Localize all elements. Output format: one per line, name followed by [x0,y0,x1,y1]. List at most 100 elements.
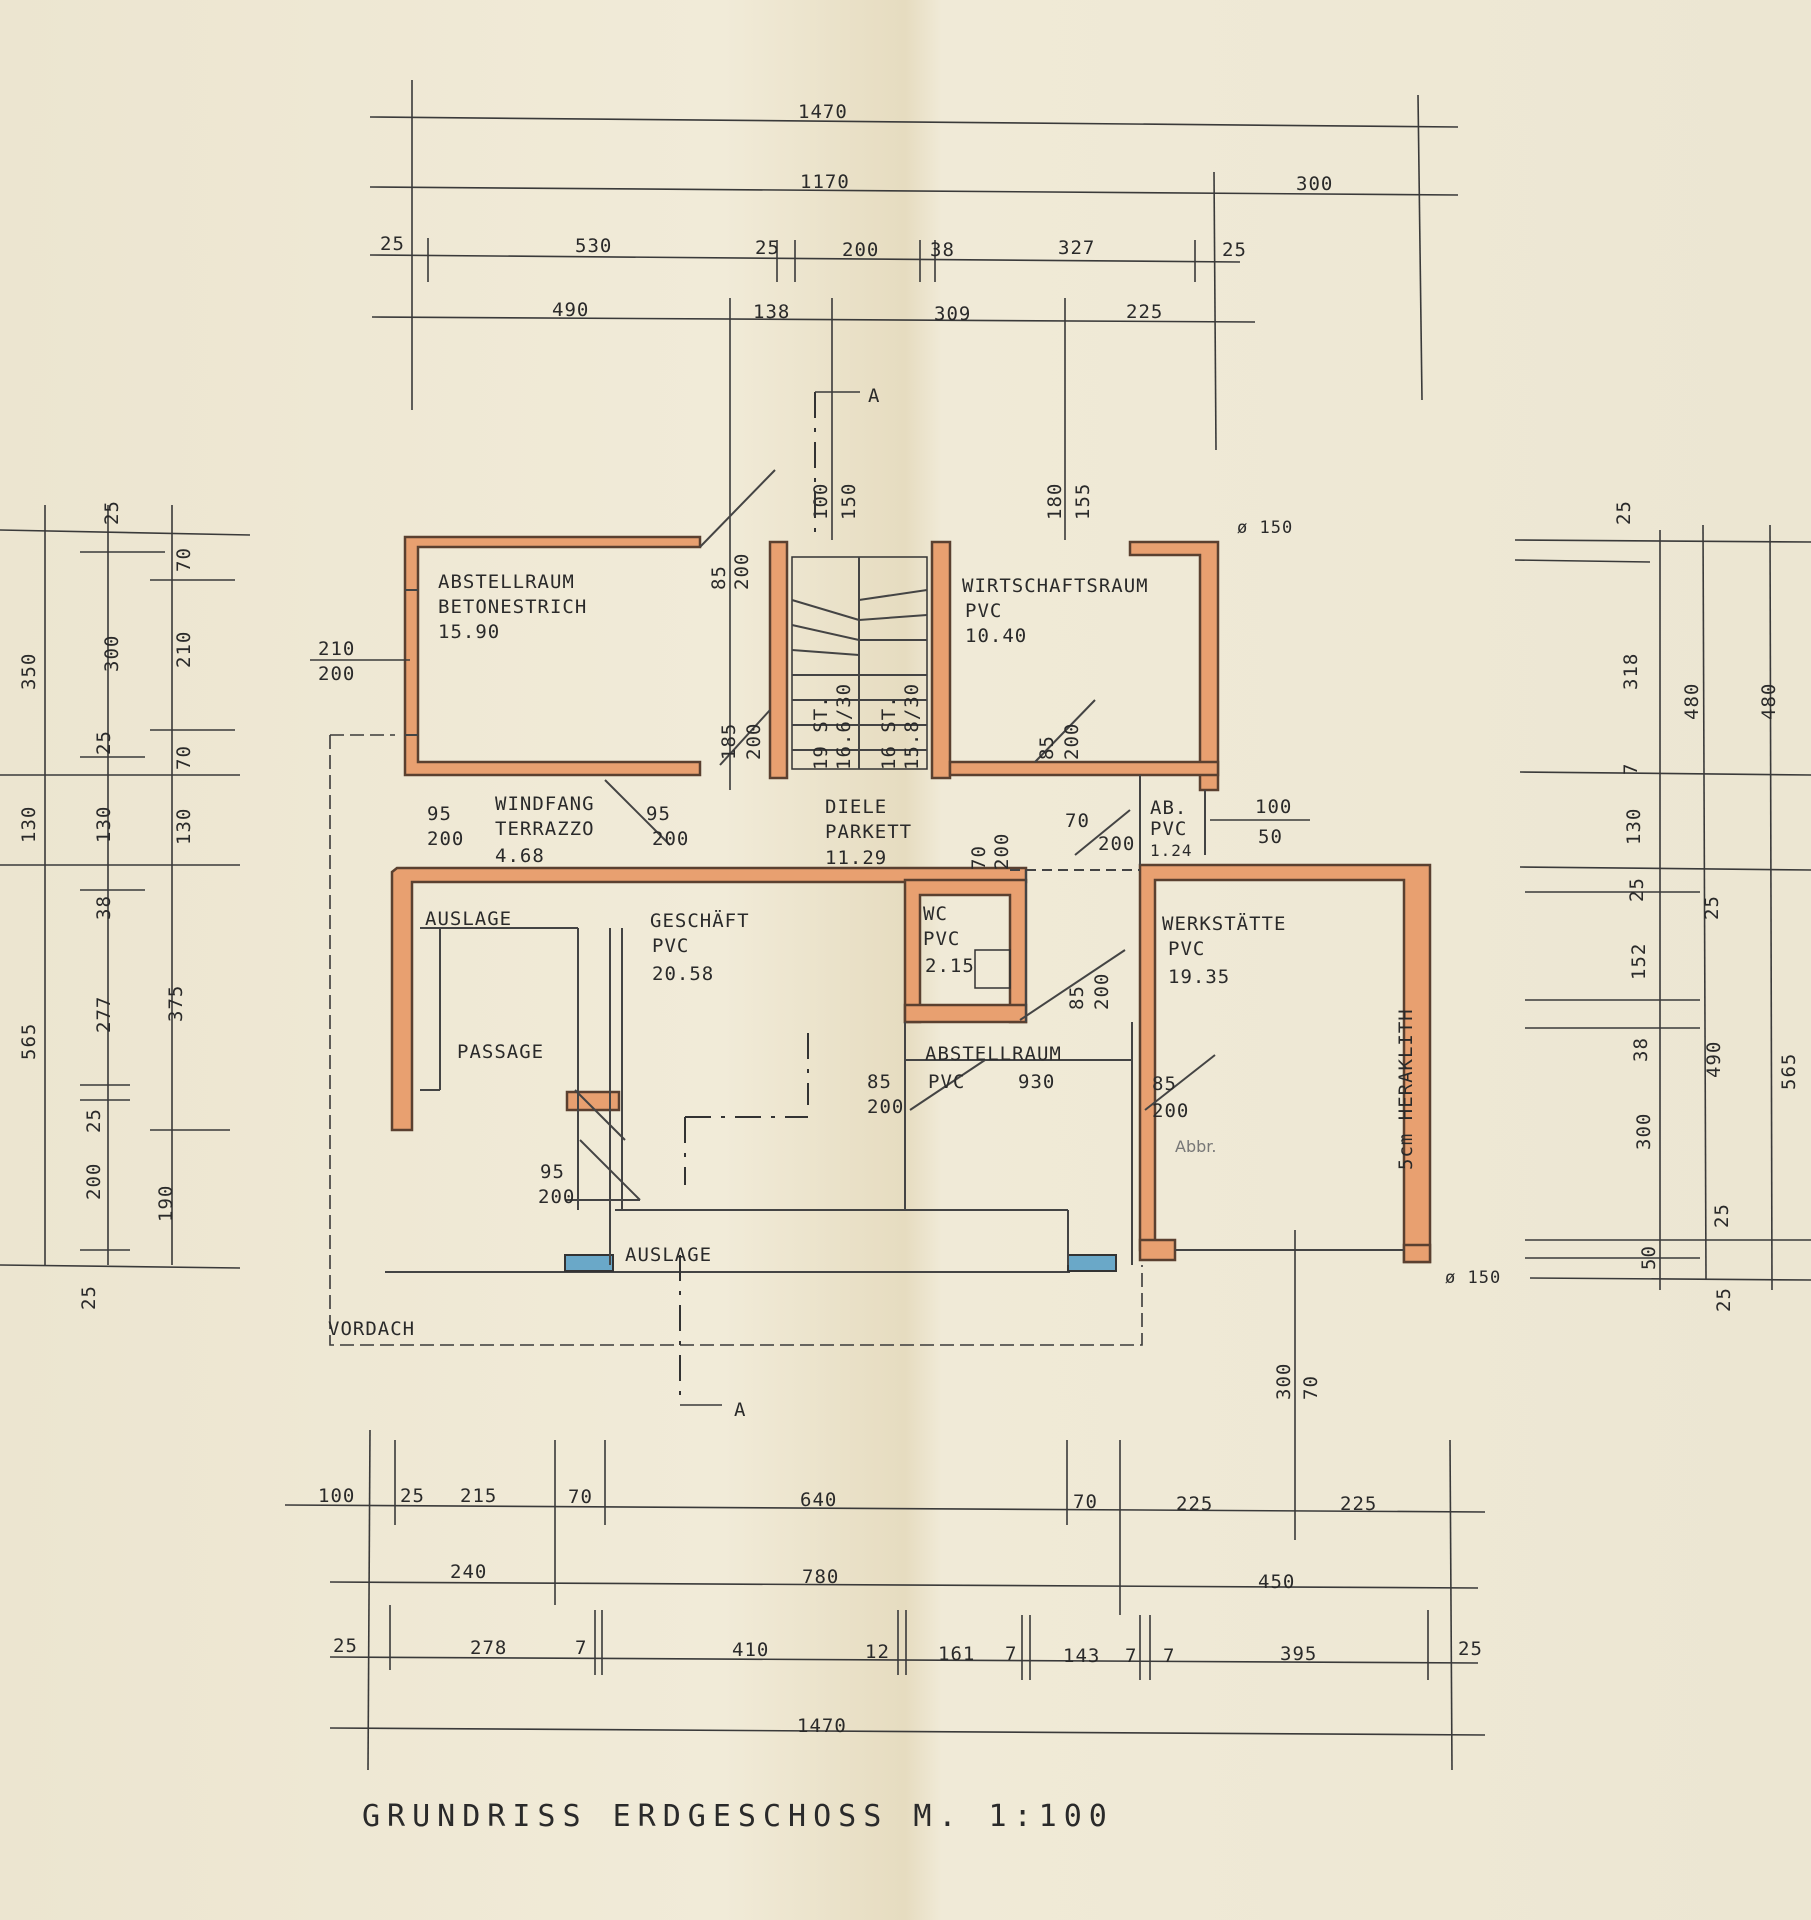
svg-text:100: 100 [318,1485,355,1507]
svg-text:185: 185 [718,723,740,760]
svg-text:25: 25 [1458,1638,1483,1660]
room-wirtschaftsraum-area: 10.40 [965,625,1027,647]
svg-text:25: 25 [101,500,123,525]
svg-text:640: 640 [800,1489,837,1511]
dim-vert-155: 155 [1072,483,1094,520]
svg-text:7: 7 [1163,1645,1175,1667]
svg-text:350: 350 [18,653,40,690]
svg-text:A: A [868,385,880,407]
drawing-title: GRUNDRISS ERDGESCHOSS M. 1:100 [362,1799,1114,1834]
label-chimney-top: ø 150 [1237,518,1293,538]
room-geschaeft-name: GESCHÄFT [650,909,750,932]
vordach-label: VORDACH [328,1318,415,1340]
label-heraklith: 5cm HERAKLITH [1395,1008,1417,1170]
svg-text:1470: 1470 [797,1715,847,1737]
svg-text:70: 70 [173,745,195,770]
svg-text:490: 490 [1703,1041,1725,1078]
svg-text:25: 25 [1613,500,1635,525]
room-abstellraum2-floor: PVC [928,1071,965,1093]
svg-text:50: 50 [1638,1245,1660,1270]
dim-top-225: 225 [1126,301,1163,323]
svg-text:395: 395 [1280,1643,1317,1665]
svg-text:25: 25 [1626,877,1648,902]
label-auslage-top: AUSLAGE [425,908,512,930]
svg-text:12: 12 [865,1641,890,1663]
svg-text:100: 100 [1255,796,1292,818]
svg-text:25: 25 [78,1285,100,1310]
room-abstellraum2-name: ABSTELLRAUM [925,1043,1062,1065]
label-auslage-bottom: AUSLAGE [625,1244,712,1266]
dim-top-38: 38 [930,239,955,261]
room-windfang-name: WINDFANG [495,793,595,815]
svg-text:410: 410 [732,1639,769,1661]
svg-text:210: 210 [173,631,195,668]
dim-top-300: 300 [1296,173,1333,195]
top-dimensions: 1470 1170 300 25 530 25 200 38 327 25 49… [369,80,1459,790]
svg-text:70: 70 [568,1486,593,1508]
svg-text:300: 300 [1633,1113,1655,1150]
svg-text:130: 130 [1623,808,1645,845]
svg-text:A: A [734,1399,746,1421]
svg-text:143: 143 [1063,1645,1100,1667]
svg-text:210: 210 [318,638,355,660]
room-werkstaette-name: WERKSTÄTTE [1162,912,1286,935]
svg-text:200: 200 [538,1186,575,1208]
room-wc-name: WC [923,903,948,925]
dim-top-200: 200 [842,239,879,261]
svg-text:200: 200 [1152,1100,1189,1122]
svg-text:85: 85 [1152,1073,1177,1095]
svg-text:130: 130 [93,806,115,843]
svg-text:375: 375 [165,985,187,1022]
dim-vert-180: 180 [1044,483,1066,520]
svg-text:200: 200 [1061,723,1083,760]
dim-top-1470: 1470 [798,101,848,123]
svg-text:70: 70 [1300,1375,1322,1400]
room-windfang-area: 4.68 [495,845,545,867]
bottom-dimensions: 300 70 100 25 215 70 640 70 225 225 240 … [284,1230,1486,1771]
svg-text:7: 7 [1620,763,1642,775]
svg-text:25: 25 [83,1108,105,1133]
room-geschaeft-area: 20.58 [652,963,714,985]
label-abbr: Abbr. [1175,1137,1216,1156]
stair-right-dim: 15.8/30 [901,683,923,770]
svg-text:200: 200 [731,553,753,590]
svg-text:95: 95 [646,803,671,825]
svg-text:225: 225 [1176,1493,1213,1515]
svg-text:85: 85 [867,1071,892,1093]
dim-top-309: 309 [934,303,971,325]
room-werkstaette-floor: PVC [1168,938,1205,960]
svg-text:25: 25 [1711,1203,1733,1228]
svg-text:200: 200 [1091,973,1113,1010]
dim-top-1170: 1170 [800,171,850,193]
dim-top-530: 530 [575,235,612,257]
svg-text:300: 300 [1273,1363,1295,1400]
room-wc-area: 2.15 [925,955,975,977]
svg-text:70: 70 [1073,1491,1098,1513]
door-swings [565,469,1216,1201]
vordach-outline: VORDACH [328,734,1143,1346]
dim-top-25c: 25 [1222,239,1247,261]
stair-right-count: 16 ST. [878,695,900,770]
right-dimensions: 25 318 7 130 25 152 38 300 50 480 25 490… [1514,500,1811,1312]
partitions [405,589,1404,1265]
staircase: 19 ST. 16.6/30 16 ST. 15.8/30 [791,556,928,770]
svg-text:95: 95 [540,1161,565,1183]
svg-text:278: 278 [470,1637,507,1659]
svg-text:565: 565 [1778,1053,1800,1090]
svg-text:38: 38 [1630,1037,1652,1062]
svg-text:152: 152 [1628,943,1650,980]
room-diele-name: DIELE [825,796,887,818]
room-abstellraum2-area: 930 [1018,1071,1055,1093]
section-marker-top: A [814,385,880,540]
svg-text:225: 225 [1340,1493,1377,1515]
svg-text:480: 480 [1681,683,1703,720]
svg-text:38: 38 [93,895,115,920]
svg-text:300: 300 [101,635,123,672]
svg-text:450: 450 [1258,1571,1295,1593]
svg-text:200: 200 [991,833,1013,870]
dim-vert-150: 150 [838,483,860,520]
section-marker-bottom: A [679,1255,746,1421]
svg-text:200: 200 [83,1163,105,1200]
